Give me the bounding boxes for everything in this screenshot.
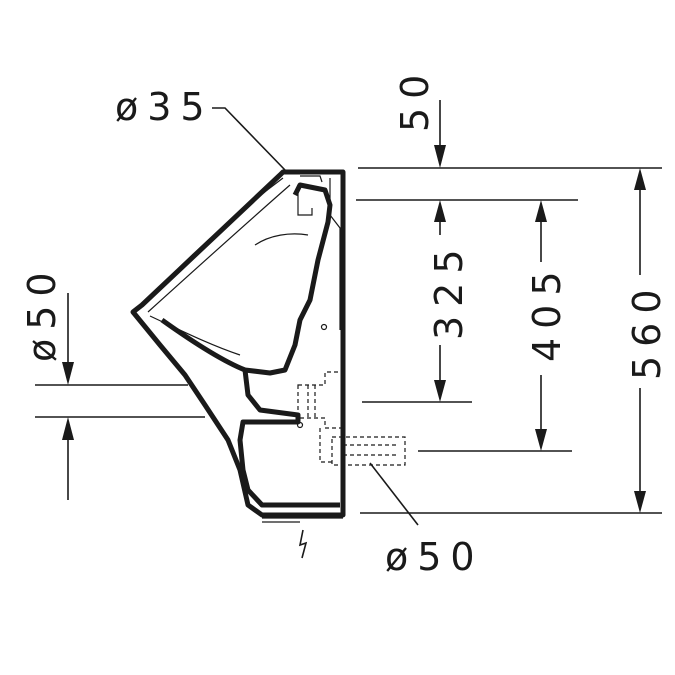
label-dia-outlet: ø50 (385, 535, 484, 579)
outlet-fitting (297, 371, 406, 466)
label-dim-560: 560 (625, 280, 669, 380)
label-dia-inlet: ø35 (115, 85, 214, 129)
label-dim-405: 405 (525, 262, 569, 362)
label-dim-top: 50 (393, 66, 437, 132)
dimension-lines (35, 100, 662, 526)
label-dia-side: ø50 (20, 263, 64, 362)
urinal-outline (130, 169, 346, 559)
label-dim-325: 325 (427, 240, 471, 340)
